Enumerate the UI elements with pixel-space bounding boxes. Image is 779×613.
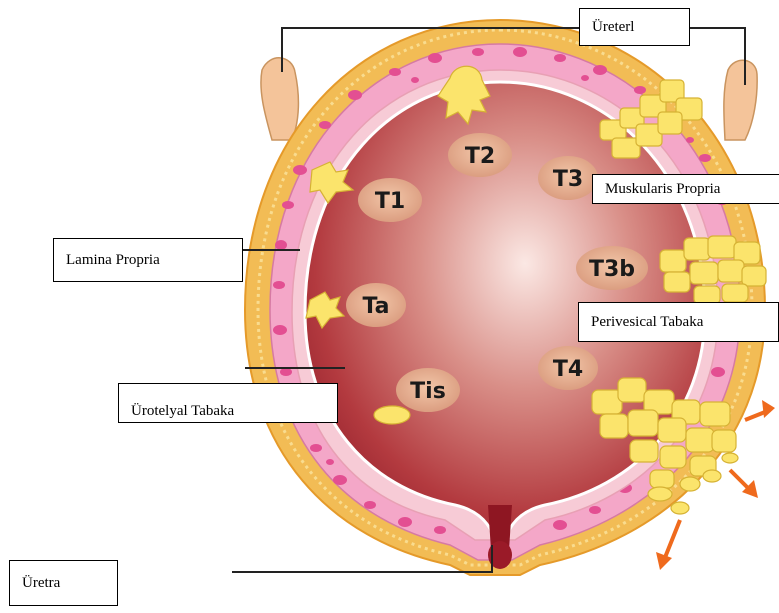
right-ureter [724, 60, 757, 140]
stage-badge-t2: T2 [448, 133, 512, 177]
urothelial-label: Ürotelyal Tabaka [118, 383, 338, 423]
muscularis-propria-label: Muskularis Propria [592, 174, 779, 204]
stage-badge-t1: T1 [358, 178, 422, 222]
perivesical-label-text: Perivesical Tabaka [591, 314, 703, 331]
left-ureter [261, 58, 299, 140]
stage-badge-t4: T4 [538, 346, 598, 390]
lamina-propria-label: Lamina Propria [53, 238, 243, 282]
muscularis-label-text: Muskularis Propria [605, 181, 720, 198]
urethra-label: Üretra [9, 560, 118, 606]
svg-text:T1: T1 [375, 189, 405, 214]
stage-badge-tis: Tis [396, 368, 460, 412]
stage-badge-t3: T3 [538, 156, 598, 200]
svg-text:T4: T4 [553, 357, 583, 382]
tumor-tis [374, 406, 410, 424]
stage-badge-t3b: T3b [576, 246, 648, 290]
svg-text:T3: T3 [553, 167, 583, 192]
svg-text:T2: T2 [465, 144, 495, 169]
perivesical-label: Perivesical Tabaka [578, 302, 779, 342]
urothelial-label-text: Ürotelyal Tabaka [131, 403, 234, 420]
urethra-label-text: Üretra [22, 575, 60, 592]
ureter-label-text: Üreterl [592, 19, 634, 36]
svg-text:T3b: T3b [589, 257, 635, 282]
svg-text:Ta: Ta [362, 294, 389, 319]
ureter-label: Üreterl [579, 8, 690, 46]
lamina-label-text: Lamina Propria [66, 252, 160, 269]
svg-text:Tis: Tis [410, 379, 446, 404]
stage-badge-ta: Ta [346, 283, 406, 327]
